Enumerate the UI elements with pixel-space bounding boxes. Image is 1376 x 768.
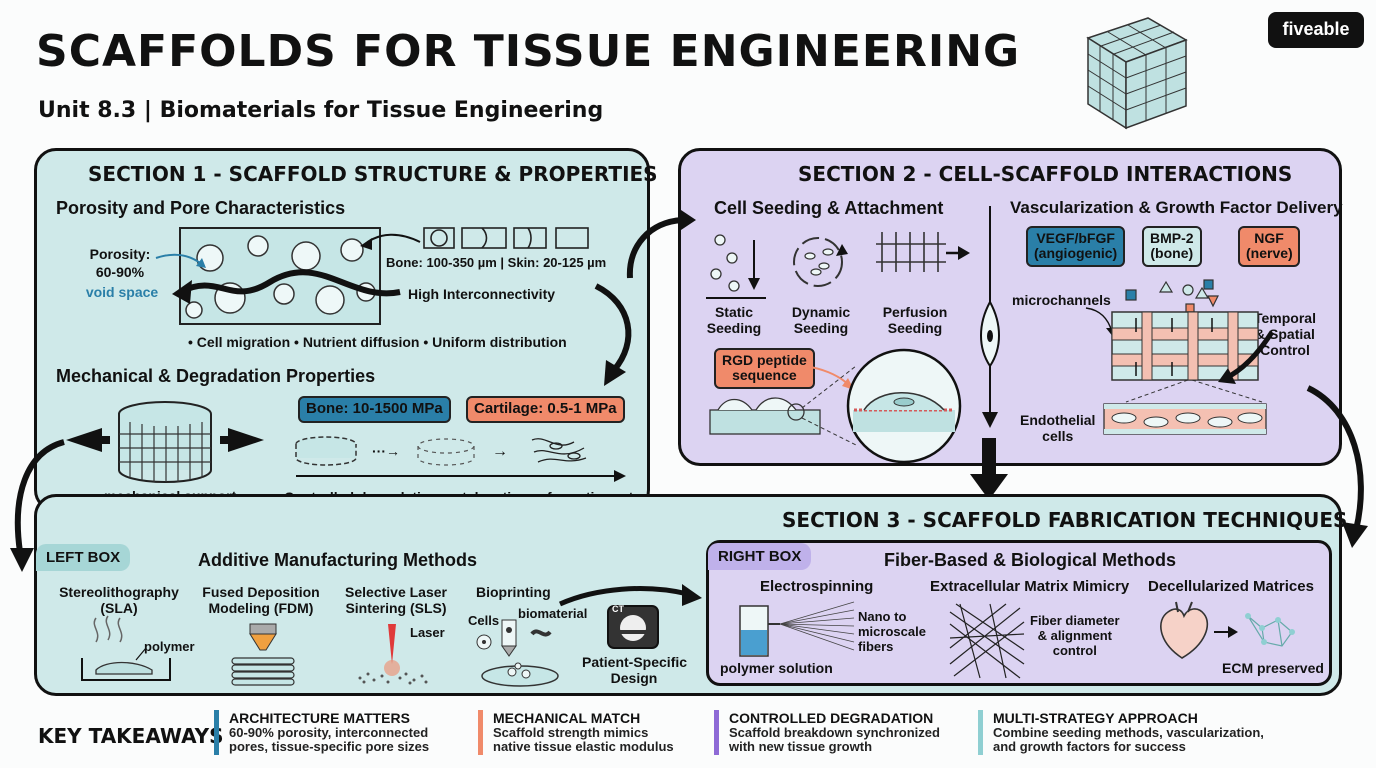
cells-label: Cells bbox=[468, 613, 500, 628]
sls-laser-diagram bbox=[358, 624, 428, 685]
flow-arrow-2-3 bbox=[970, 438, 1008, 500]
fdm-label: Fused Deposition Modeling (FDM) bbox=[202, 584, 320, 617]
brand-logo: fiveable bbox=[1268, 12, 1364, 48]
takeaway-body: 60-90% porosity, interconnected pores, t… bbox=[229, 725, 430, 755]
nano-fibers-label: Nano to microscale fibers bbox=[858, 609, 926, 654]
takeaway-title: MECHANICAL MATCH bbox=[493, 710, 641, 726]
porosity-label: Porosity: bbox=[89, 246, 151, 262]
temporal-control-label: Temporal & Spatial Control bbox=[1254, 310, 1316, 359]
ecm-mimicry-label: Extracellular Matrix Mimicry bbox=[930, 578, 1130, 595]
electrospinning-label: Electrospinning bbox=[760, 578, 874, 595]
bioprinting-diagram bbox=[476, 619, 559, 687]
seeding-methods-diagram bbox=[706, 232, 970, 299]
cell-attachment-diagram bbox=[709, 348, 962, 464]
scaffold-lattice-icon bbox=[1086, 17, 1188, 130]
degradation-sequence-diagram: ···→ → bbox=[295, 436, 626, 482]
ngf-badge: NGF (nerve) bbox=[1238, 226, 1300, 267]
fiber-heading: Fiber-Based & Biological Methods bbox=[884, 550, 1177, 570]
page-subtitle: Unit 8.3 | Biomaterials for Tissue Engin… bbox=[38, 98, 604, 123]
fdm-nozzle-diagram bbox=[231, 623, 295, 686]
vessel-divider-diagram bbox=[980, 206, 1000, 428]
section3-title: SECTION 3 - SCAFFOLD FABRICATION TECHNIQ… bbox=[782, 508, 1348, 532]
mechanical-heading: Mechanical & Degradation Properties bbox=[56, 366, 376, 386]
flow-arrow-2-right bbox=[1306, 385, 1368, 548]
takeaway-title: MULTI-STRATEGY APPROACH bbox=[993, 710, 1198, 726]
dynamic-seeding-label: Dynamic Seeding bbox=[791, 304, 851, 337]
endothelial-label: Endothelial cells bbox=[1020, 412, 1096, 445]
electrospinning-diagram bbox=[739, 601, 855, 657]
additive-heading: Additive Manufacturing Methods bbox=[198, 550, 477, 570]
pore-size-shapes bbox=[423, 227, 589, 249]
key-takeaways-label: KEY TAKEAWAYS bbox=[38, 724, 224, 748]
takeaway-body: Combine seeding methods, vascularization… bbox=[993, 725, 1264, 755]
sla-vat-diagram bbox=[81, 615, 171, 681]
patient-specific-label: Patient-Specific Design bbox=[582, 654, 688, 687]
sla-label: Stereolithography (SLA) bbox=[59, 584, 179, 617]
cartilage-modulus-badge: Cartilage: 0.5-1 MPa bbox=[466, 396, 625, 423]
porosity-desc: void space bbox=[85, 284, 159, 300]
bioprinting-label: Bioprinting bbox=[476, 584, 551, 600]
flow-arrow-left-right-box bbox=[558, 584, 702, 607]
vegf-badge: VEGF/bFGF (angiogenic) bbox=[1026, 226, 1126, 267]
svg-text:···→: ···→ bbox=[372, 443, 400, 459]
svg-text:→: → bbox=[492, 443, 508, 460]
biomaterial-label: biomaterial bbox=[518, 606, 588, 621]
porosity-pointer-icon bbox=[155, 253, 206, 268]
ecm-preserved-label: ECM preserved bbox=[1222, 660, 1324, 676]
interconnectivity-label: High Interconnectivity bbox=[408, 286, 556, 302]
takeaway-body: Scaffold breakdown synchronized with new… bbox=[729, 725, 940, 755]
vascularization-heading: Vascularization & Growth Factor Delivery bbox=[1010, 198, 1343, 217]
decellularized-heart-diagram bbox=[1160, 601, 1295, 659]
perfusion-seeding-label: Perfusion Seeding bbox=[882, 304, 948, 337]
static-seeding-label: Static Seeding bbox=[706, 304, 762, 337]
takeaway-multistrategy: MULTI-STRATEGY APPROACH Combine seeding … bbox=[978, 710, 1264, 755]
left-box-tag: LEFT BOX bbox=[36, 544, 131, 571]
bmp-badge: BMP-2 (bone) bbox=[1142, 226, 1202, 267]
polymer-label: polymer bbox=[144, 639, 195, 654]
fiber-control-label: Fiber diameter & alignment control bbox=[1030, 613, 1120, 658]
ct-label: CT bbox=[612, 604, 624, 614]
takeaway-mechanical: MECHANICAL MATCH Scaffold strength mimic… bbox=[478, 710, 674, 755]
flow-arrow-1-3 bbox=[10, 439, 65, 572]
takeaway-architecture: ARCHITECTURE MATTERS 60-90% porosity, in… bbox=[214, 710, 429, 755]
ecm-fiber-mesh-diagram bbox=[949, 603, 1025, 679]
takeaway-title: ARCHITECTURE MATTERS bbox=[229, 710, 410, 726]
bone-modulus-badge: Bone: 10-1500 MPa bbox=[298, 396, 451, 423]
porosity-benefits: • Cell migration • Nutrient diffusion • … bbox=[188, 334, 567, 350]
porosity-value: 60-90% bbox=[95, 264, 145, 280]
seeding-heading: Cell Seeding & Attachment bbox=[714, 198, 944, 218]
laser-label: Laser bbox=[410, 625, 445, 640]
flow-arrow-porosity-mech bbox=[594, 283, 632, 386]
microchannels-label: microchannels bbox=[1012, 292, 1111, 308]
takeaway-title: CONTROLLED DEGRADATION bbox=[729, 710, 934, 726]
section2-title: SECTION 2 - CELL-SCAFFOLD INTERACTIONS bbox=[798, 162, 1293, 186]
sls-label: Selective Laser Sintering (SLS) bbox=[345, 584, 447, 617]
section1-title: SECTION 1 - SCAFFOLD STRUCTURE & PROPERT… bbox=[88, 162, 658, 186]
takeaway-degradation: CONTROLLED DEGRADATION Scaffold breakdow… bbox=[714, 710, 940, 755]
takeaway-body: Scaffold strength mimics native tissue e… bbox=[493, 725, 674, 755]
ct-scanner-icon bbox=[607, 605, 659, 649]
right-box-tag: RIGHT BOX bbox=[708, 543, 812, 570]
flow-arrow-1-2 bbox=[626, 208, 696, 279]
microchannel-vascular-diagram bbox=[1085, 279, 1275, 435]
polymer-solution-label: polymer solution bbox=[720, 660, 833, 676]
decellularized-label: Decellularized Matrices bbox=[1148, 578, 1314, 595]
page-title: SCAFFOLDS FOR TISSUE ENGINEERING bbox=[36, 26, 1021, 77]
pore-sizes-label: Bone: 100-350 µm | Skin: 20-125 µm bbox=[386, 255, 607, 270]
compression-cylinder-diagram bbox=[66, 401, 264, 483]
rgd-peptide-badge: RGD peptide sequence bbox=[714, 348, 815, 389]
interconnectivity-arrow-icon bbox=[172, 233, 421, 304]
right-box-panel bbox=[706, 540, 1332, 686]
porosity-heading: Porosity and Pore Characteristics bbox=[56, 198, 346, 218]
